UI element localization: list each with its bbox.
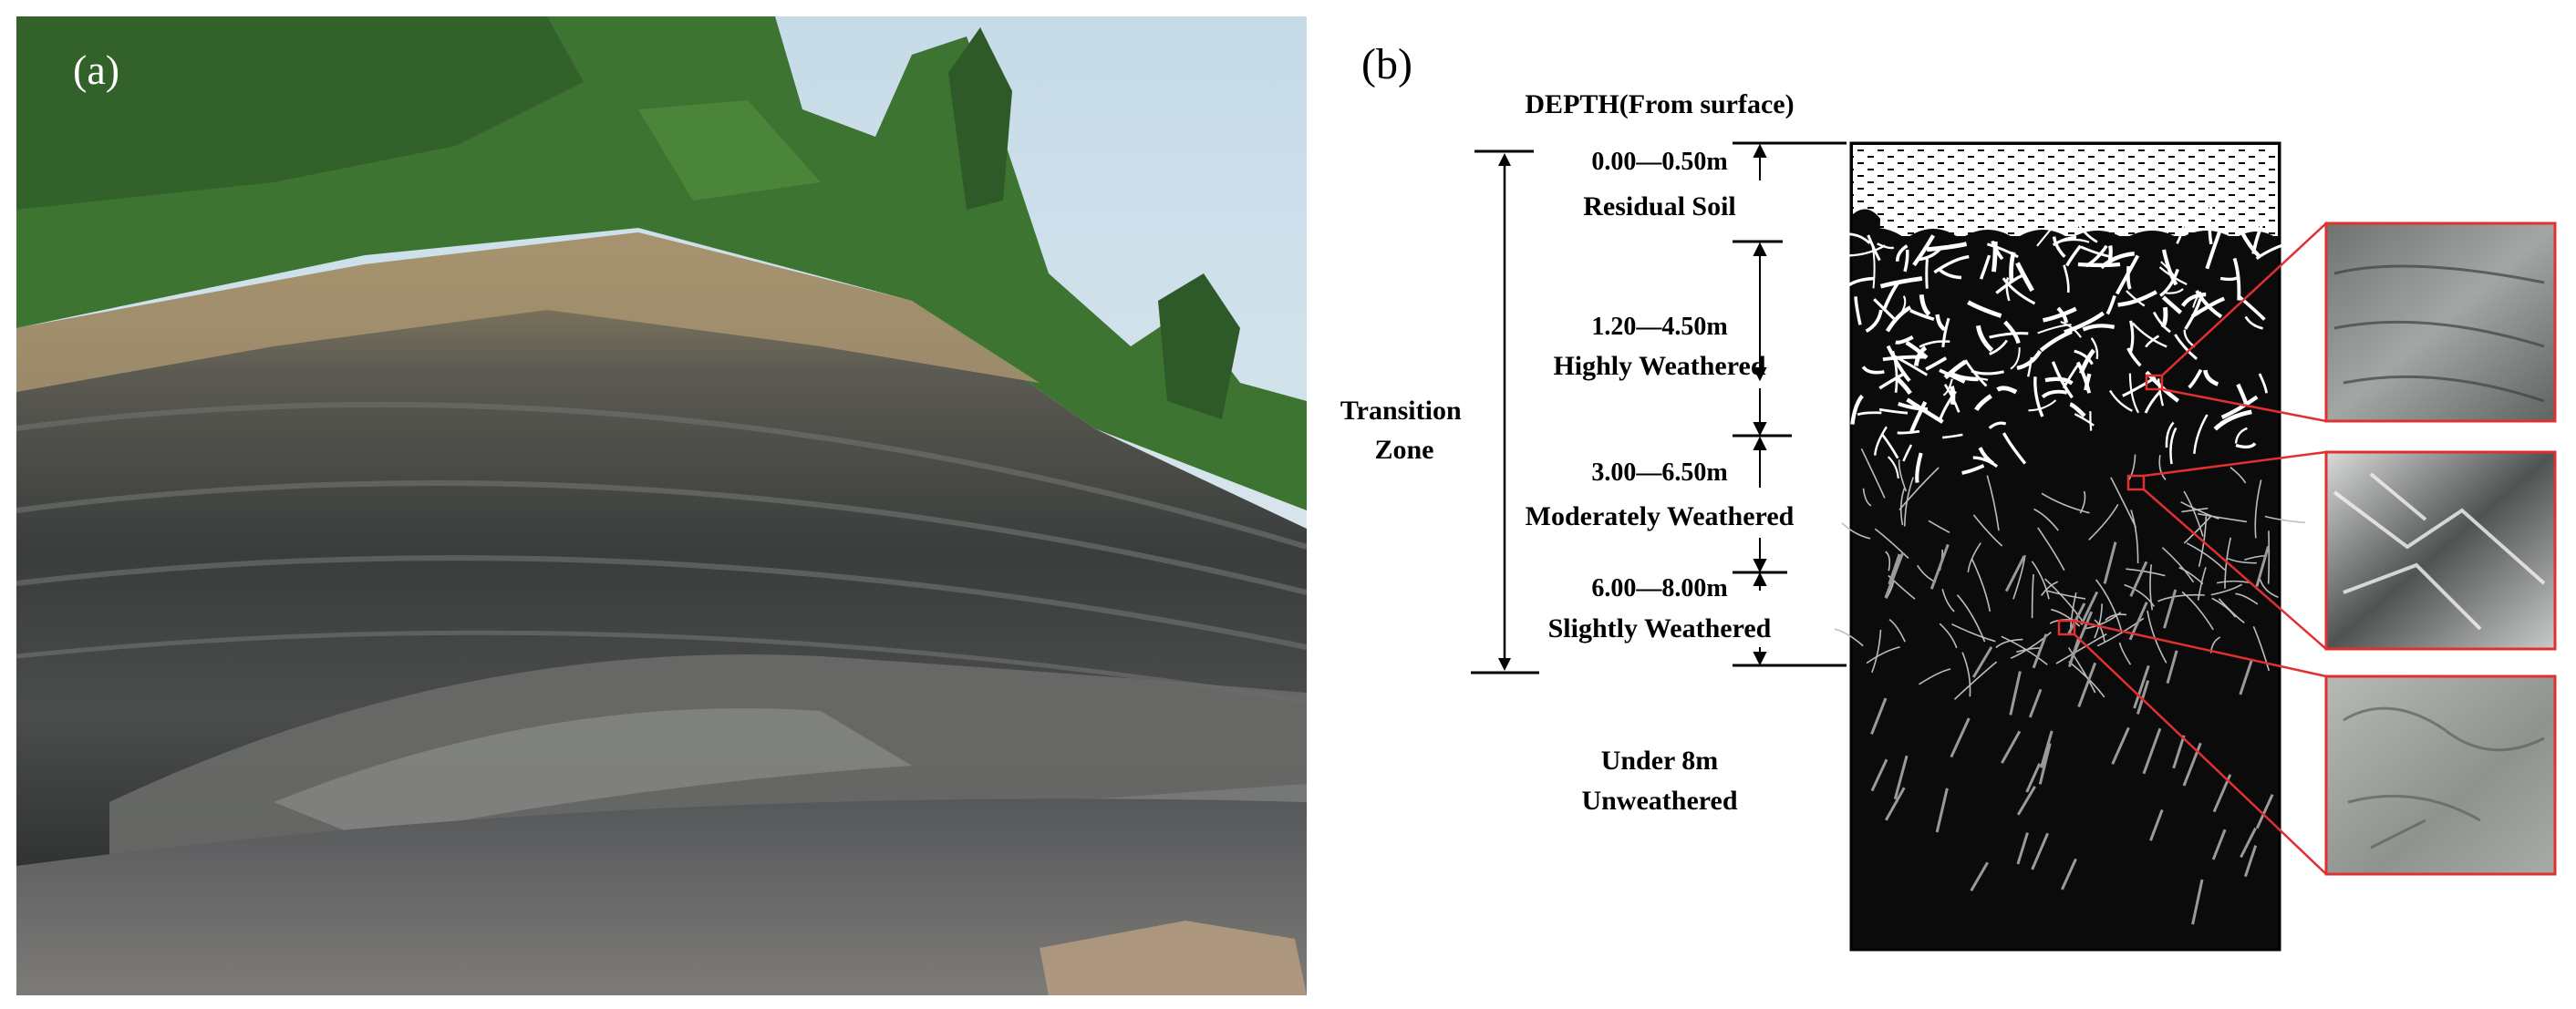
fracture [2090, 411, 2091, 431]
sample-photo-slightly-weathered [2326, 676, 2555, 874]
sample-photo-highly-weathered [2326, 223, 2555, 421]
fracture [1952, 386, 1953, 405]
residual-soil-layer [1853, 145, 2278, 236]
bottom-name: Unweathered [1581, 786, 1737, 816]
fracture [2078, 264, 2120, 265]
slope-photograph [16, 16, 1307, 995]
layer-3-name: Moderately Weathered [1526, 501, 1795, 531]
transition-zone-bracket [1471, 151, 1539, 673]
fracture [2012, 252, 2014, 283]
depth-boundaries [1733, 143, 1847, 665]
layer-2-range: 1.20—4.50m [1591, 313, 1727, 341]
fracture [1927, 259, 1928, 289]
transition-zone-line2: Zone [1374, 435, 1433, 465]
layer-1-range: 0.00—0.50m [1591, 148, 1727, 176]
layer-labels: 0.00—0.50m Residual Soil 1.20—4.50m High… [1526, 148, 1795, 816]
weathering-profile-column [1835, 143, 2305, 950]
transition-zone-line1: Transition [1340, 396, 1462, 426]
depth-arrows [1754, 146, 1765, 664]
layer-3-range: 3.00—6.50m [1591, 458, 1727, 487]
layer-4-name: Slightly Weathered [1548, 613, 1772, 643]
layer-2-name: Highly Weathered [1553, 351, 1765, 381]
sample-photo-moderately-weathered [2326, 452, 2555, 649]
fracture [2269, 530, 2270, 583]
transition-zone-label: Transition Zone [1340, 396, 1468, 465]
layer-1-name: Residual Soil [1583, 191, 1736, 221]
panel-b-label: (b) [1361, 40, 1412, 88]
bottom-range: Under 8m [1601, 746, 1719, 776]
layer-4-range: 6.00—8.00m [1591, 574, 1727, 602]
depth-header: DEPTH(From surface) [1525, 89, 1794, 119]
panel-a-label: (a) [73, 46, 119, 93]
